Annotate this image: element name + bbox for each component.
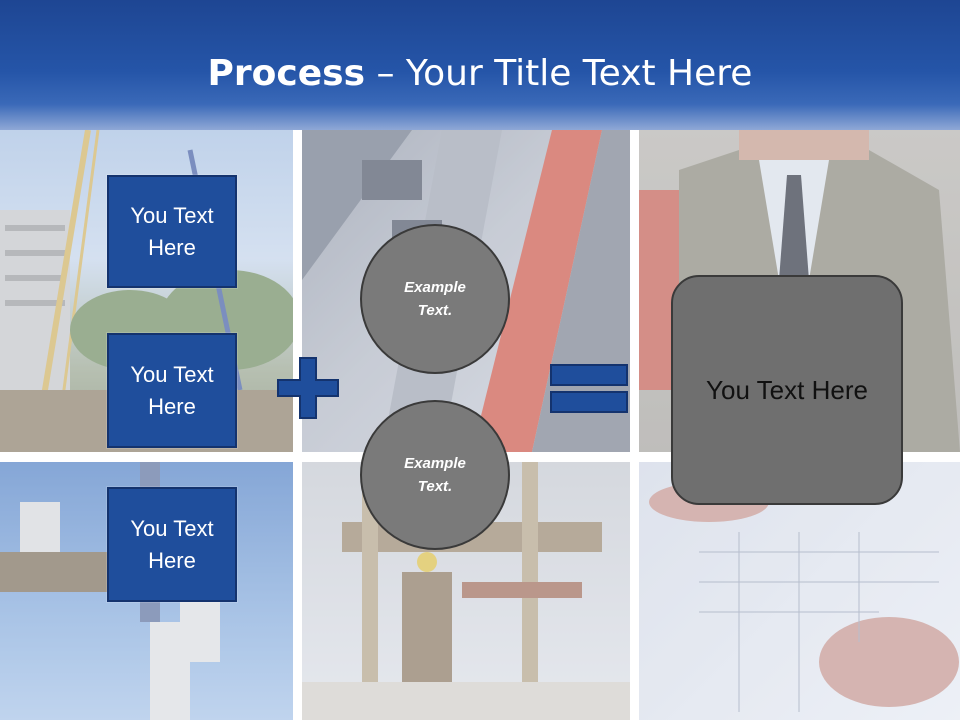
text-box-2[interactable]: You Text Here	[107, 333, 237, 448]
result-box-label: You Text Here	[706, 374, 868, 405]
result-box[interactable]: You Text Here	[671, 275, 903, 505]
slide-title: Process – Your Title Text Here	[0, 52, 960, 96]
photo-blueprints	[639, 462, 960, 720]
title-rest: – Your Title Text Here	[365, 53, 753, 94]
circle-label: Example Text.	[404, 279, 466, 319]
example-circle-2[interactable]: Example Text.	[360, 400, 510, 550]
title-bold: Process	[207, 53, 366, 94]
text-box-1[interactable]: You Text Here	[107, 175, 237, 288]
text-box-label: You Text Here	[130, 361, 214, 419]
text-box-3[interactable]: You Text Here	[107, 487, 237, 602]
title-bar: Process – Your Title Text Here	[0, 0, 960, 130]
equals-bar-top	[550, 364, 628, 386]
grid-divider	[630, 130, 639, 720]
text-box-label: You Text Here	[130, 202, 214, 260]
text-box-label: You Text Here	[130, 515, 214, 573]
grid-divider	[293, 130, 302, 720]
plus-icon	[277, 357, 339, 419]
example-circle-1[interactable]: Example Text.	[360, 224, 510, 374]
circle-label: Example Text.	[404, 455, 466, 495]
equals-bar-bottom	[550, 391, 628, 413]
